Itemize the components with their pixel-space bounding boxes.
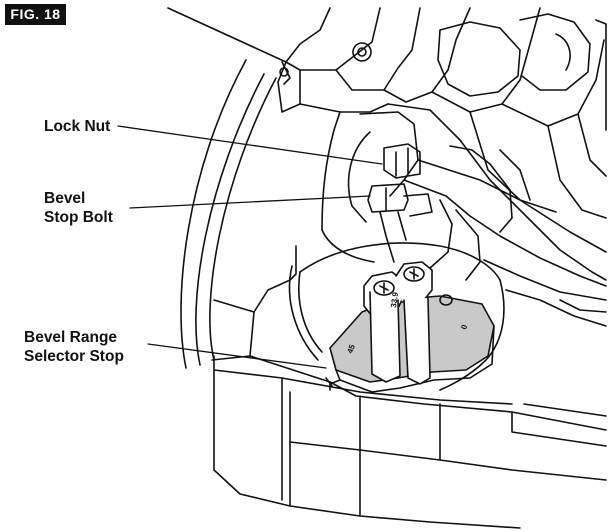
- dial-mark-45: 45: [345, 343, 357, 355]
- callout-bevel-range-selector-stop: Bevel Range Selector Stop: [24, 328, 124, 366]
- turntable-plate: [288, 242, 505, 391]
- callout-selector-stop-line2: Selector Stop: [24, 348, 124, 365]
- blade-guard: [180, 59, 277, 369]
- callout-bevel-stop-bolt-line2: Stop Bolt: [44, 209, 113, 226]
- bevel-stop-bolt: [367, 183, 409, 213]
- leader-lines: [117, 125, 383, 369]
- dial-mark-33-9: 33.9: [389, 291, 400, 308]
- callout-lock-nut: Lock Nut: [44, 118, 111, 135]
- lock-nut-leader: [117, 125, 383, 165]
- callout-bevel-stop-bolt: Bevel Stop Bolt: [44, 189, 113, 227]
- saw-base: [211, 245, 607, 529]
- lock-nut-and-stop-bolt: [367, 143, 433, 263]
- stop-screw-posts: [363, 261, 453, 385]
- figure-label: FIG. 18: [5, 4, 66, 25]
- lock-nut: [383, 143, 421, 179]
- callout-bevel-stop-bolt-line1: Bevel: [44, 190, 86, 207]
- bevel-stop-bolt-leader: [129, 195, 371, 209]
- dial-mark-0: 0: [459, 323, 469, 331]
- dial-markings: 45 33.9 0: [345, 291, 469, 355]
- selector-stop-leader: [147, 343, 327, 369]
- callout-selector-stop-line1: Bevel Range: [24, 329, 118, 346]
- saw-arm-housing: [167, 7, 607, 219]
